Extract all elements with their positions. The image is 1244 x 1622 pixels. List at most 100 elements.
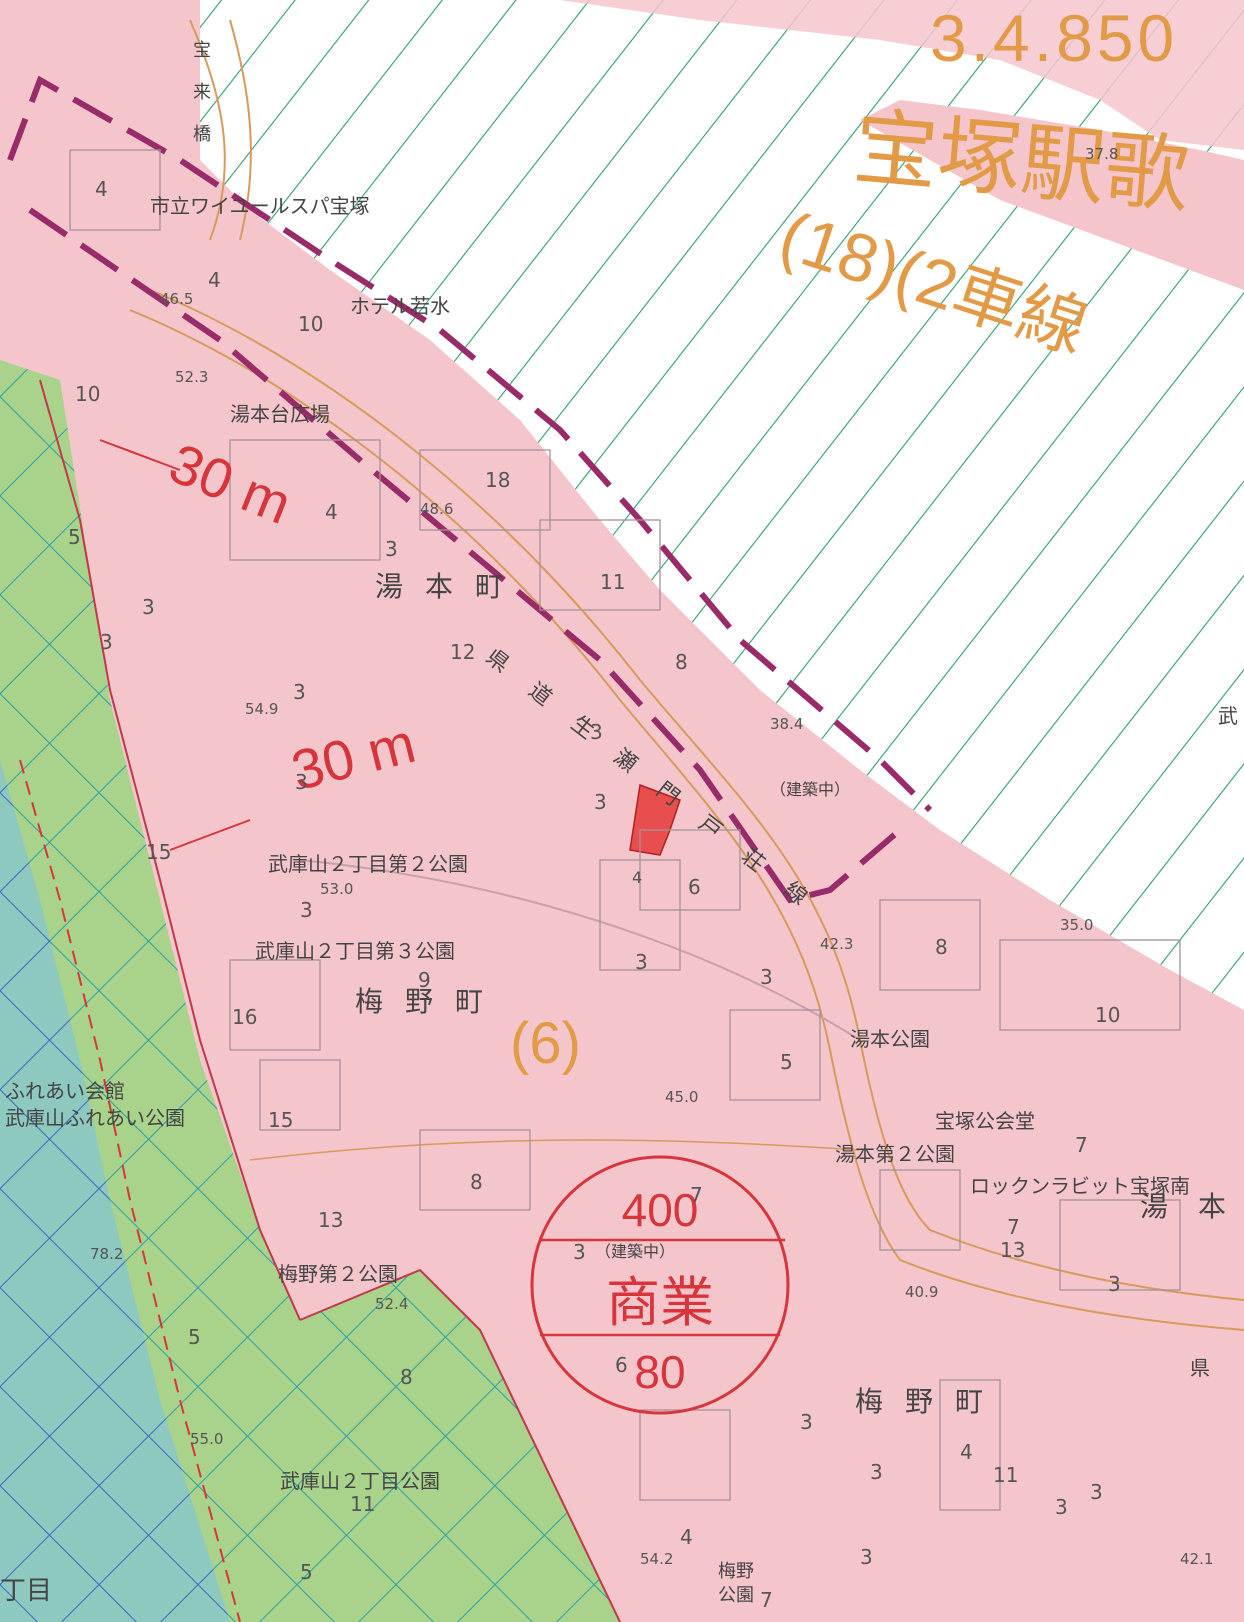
building-floors: 18 — [485, 468, 511, 492]
building-floors: 3 — [142, 595, 155, 619]
label-right-edge: 武 — [1218, 704, 1238, 728]
elevation: 38.4 — [770, 715, 804, 733]
label-under-construction-2: （建築中） — [595, 1242, 676, 1261]
local-road-2 — [249, 1139, 861, 1161]
building-floors: 3 — [870, 1460, 883, 1484]
building-floors: 3 — [573, 1240, 586, 1264]
target-parcel[interactable] — [629, 783, 681, 856]
bridge-road — [189, 19, 226, 241]
prefecture-road-edge — [149, 289, 1244, 1301]
building-floors: 8 — [675, 650, 688, 674]
label-youth-hall: 市立ワイユールスパ宝塚 — [150, 194, 370, 218]
building-floors: 10 — [1095, 1003, 1121, 1027]
building-floors: 16 — [232, 1005, 258, 1029]
building-floors: 11 — [350, 1492, 376, 1516]
local-road — [299, 859, 861, 1041]
residential-green-grid — [0, 360, 620, 1622]
town-umeno-east: 梅野町 — [855, 1385, 1006, 1418]
building-floors: 3 — [100, 630, 113, 654]
building-floors: 3 — [1108, 1272, 1121, 1296]
building-floors: 15 — [268, 1108, 294, 1132]
building-floors: 3 — [1055, 1495, 1068, 1519]
label-umeno-park: 梅野公園 — [718, 1561, 754, 1606]
building-floors: 3 — [594, 790, 607, 814]
height-arrow-1 — [99, 439, 181, 471]
building-floors: 4 — [632, 868, 643, 887]
zoning-boundary-south — [299, 1268, 621, 1622]
building-floors: 8 — [470, 1170, 483, 1194]
elevation: 52.4 — [375, 1295, 409, 1313]
elevation: 37.8 — [1085, 145, 1119, 163]
zoning-boundary-left — [39, 379, 301, 1321]
building-floors: 5 — [68, 525, 81, 549]
building-floors: 3 — [635, 950, 648, 974]
bridge-road-edge — [229, 19, 252, 241]
label-hotel: ホテル若水 — [350, 294, 450, 318]
building-floors: 4 — [95, 177, 108, 201]
label-prefecture-road-end: 県 — [1190, 1356, 1210, 1380]
building-floors: 13 — [1000, 1238, 1026, 1262]
building-floors: 11 — [993, 1463, 1019, 1487]
elevation: 48.6 — [420, 500, 454, 518]
label-park-2-2: 武庫山２丁目第２公園 — [268, 852, 468, 876]
building-floors: 7 — [690, 1183, 703, 1207]
label-fureai-hall: ふれあい会館 — [5, 1079, 125, 1103]
building-floors: 10 — [298, 312, 324, 336]
zoning-boundary-teal — [19, 759, 241, 1622]
building-floors: 7 — [1075, 1133, 1088, 1157]
label-yumoto-park-2: 湯本第２公園 — [835, 1142, 955, 1166]
label-chome: 丁目 — [0, 1576, 53, 1606]
building-outlines — [69, 149, 1181, 1511]
elevation: 78.2 — [90, 1245, 124, 1263]
building-floors: 3 — [295, 770, 308, 794]
label-mukoyama-park: 武庫山２丁目公園 — [280, 1469, 440, 1493]
building-floors: 6 — [615, 1353, 628, 1377]
elevation: 42.1 — [1180, 1550, 1214, 1568]
building-floors: 3 — [300, 898, 313, 922]
building-floors: 8 — [400, 1365, 413, 1389]
label-bridge: 宝来橋 — [193, 40, 211, 145]
building-floors: 7 — [760, 1588, 773, 1612]
label-public-hall: 宝塚公会堂 — [935, 1109, 1035, 1133]
town-yumoto-east: 湯本 — [1140, 1190, 1244, 1223]
town-umeno-west: 梅野町 — [355, 985, 506, 1018]
building-floors: 4 — [208, 268, 221, 292]
label-umeno-park-2: 梅野第２公園 — [278, 1262, 398, 1286]
building-floors: 9 — [418, 968, 431, 992]
prefecture-road — [129, 309, 1244, 1331]
building-floors: 4 — [325, 500, 338, 524]
building-floors: 5 — [188, 1325, 201, 1349]
building-floors: 5 — [300, 1560, 313, 1584]
elevation: 53.0 — [320, 880, 354, 898]
elevation: 54.9 — [245, 700, 279, 718]
height-arrow-2 — [169, 819, 251, 851]
elevation: 55.0 — [190, 1430, 224, 1448]
building-floors: 11 — [600, 570, 626, 594]
elevation: 40.9 — [905, 1283, 939, 1301]
building-floors: 8 — [935, 935, 948, 959]
north-commercial-block — [560, 0, 1244, 150]
building-floors: 3 — [860, 1545, 873, 1569]
label-rock-rabbit: ロックンラビット宝塚南 — [970, 1174, 1190, 1198]
zoning-stamp — [530, 1155, 790, 1415]
label-under-construction-1: （建築中） — [770, 780, 851, 799]
zone-type: 商業 — [606, 1273, 714, 1333]
elevation: 42.3 — [820, 935, 854, 953]
building-floors: 3 — [385, 537, 398, 561]
label-plaza: 湯本台広場 — [230, 402, 330, 426]
residential-teal-grid — [0, 760, 230, 1622]
building-floors: 12 — [450, 640, 476, 664]
floor-area-ratio: 400 — [621, 1184, 699, 1236]
district-number: (6) — [510, 1011, 581, 1076]
building-floors: 3 — [800, 1410, 813, 1434]
building-floors: 10 — [75, 382, 101, 406]
building-floors: 6 — [688, 875, 701, 899]
building-floors: 7 — [1007, 1215, 1020, 1239]
elevation: 46.5 — [160, 290, 194, 308]
building-coverage: 80 — [634, 1346, 686, 1398]
building-floors: 3 — [1090, 1480, 1103, 1504]
building-floors: 13 — [318, 1208, 344, 1232]
building-floors: 4 — [680, 1525, 693, 1549]
